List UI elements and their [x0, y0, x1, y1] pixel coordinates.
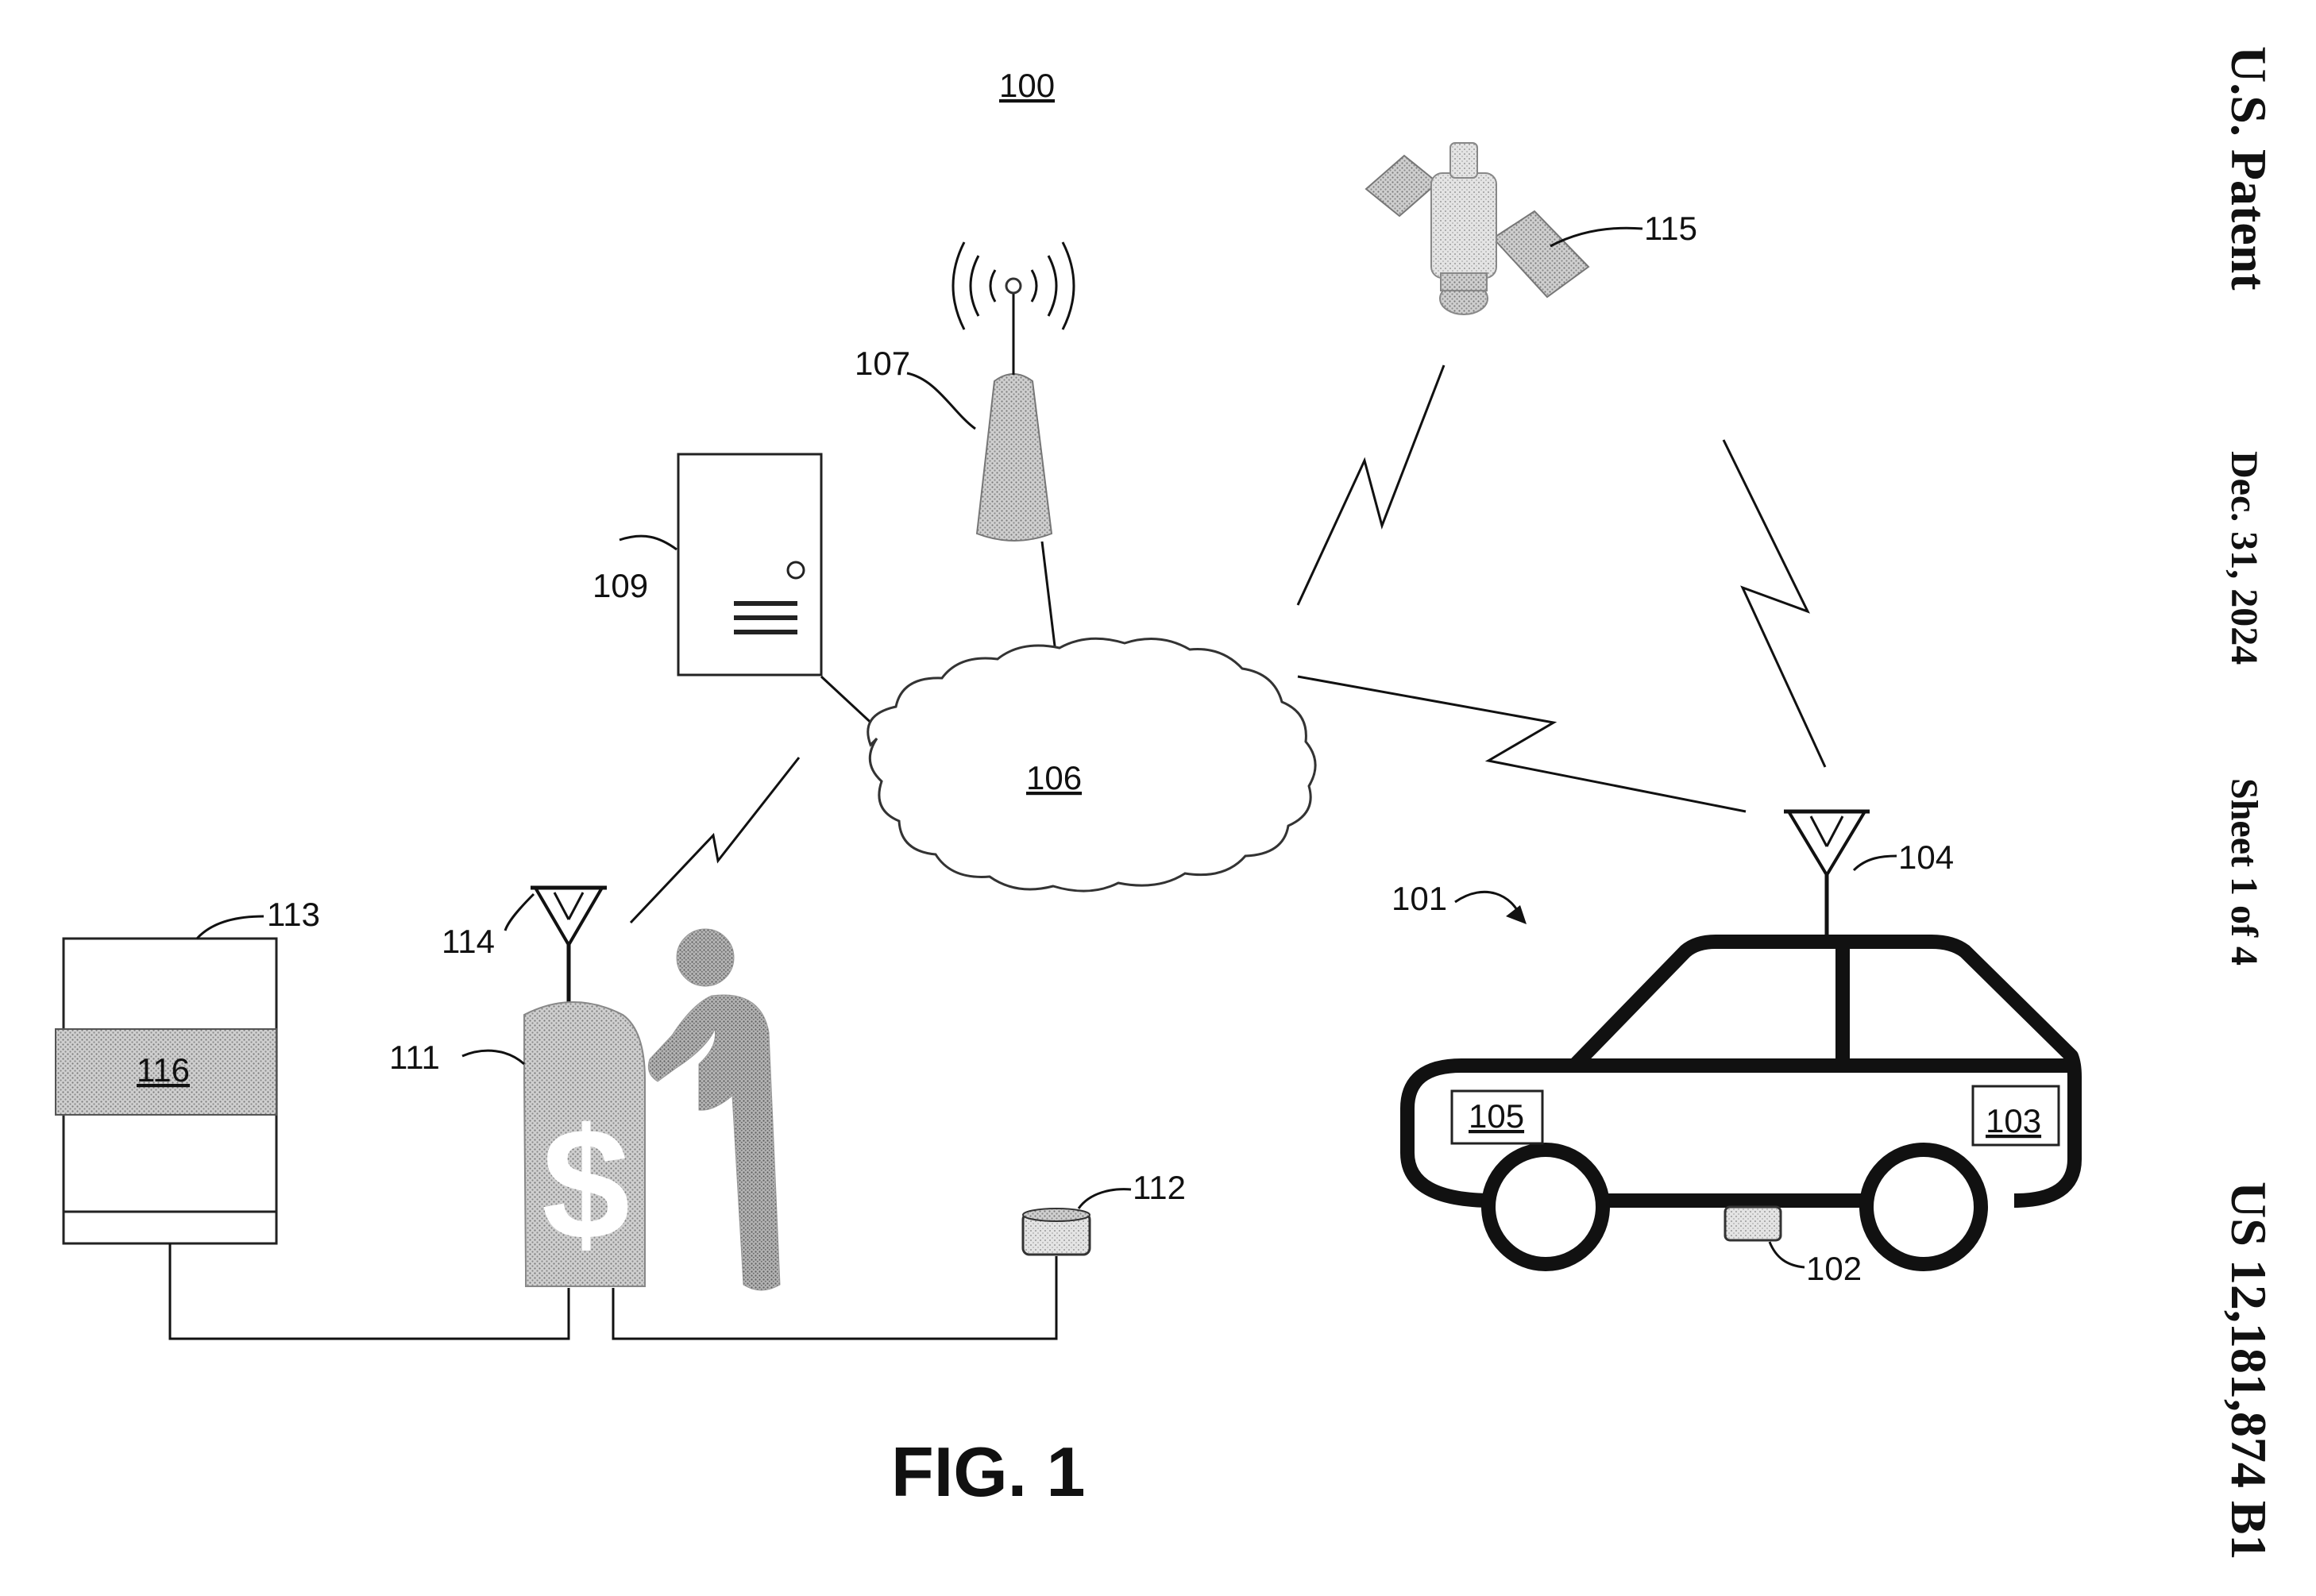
lightning-charger-network	[631, 758, 799, 923]
lightning-network-vehicle	[1298, 677, 1746, 811]
vehicle-module-right: 103	[1973, 1086, 2059, 1145]
charger-antenna-label: 114	[442, 923, 495, 960]
network-cloud-icon	[868, 638, 1315, 891]
server-icon	[678, 454, 821, 675]
charger-sensor-wire	[613, 1256, 1056, 1339]
vehicle-antenna-icon	[1784, 811, 1870, 946]
vehicle-module-right-label: 103	[1986, 1102, 2041, 1139]
cabinet-band-label: 116	[137, 1051, 190, 1089]
header-patent-number: US 12,181,874 B1	[2221, 1182, 2277, 1560]
cabinet-charger-wire	[170, 1243, 569, 1339]
lightning-satellite-vehicle	[1723, 440, 1825, 767]
dollar-symbol: $	[542, 1096, 630, 1273]
leader-109	[620, 536, 677, 549]
figure-caption: FIG. 1	[891, 1432, 1086, 1511]
leader-112	[1079, 1189, 1131, 1209]
charger-antenna-icon	[531, 888, 607, 1002]
leader-111	[462, 1051, 524, 1064]
satellite-label: 115	[1644, 210, 1697, 247]
vehicle-antenna-label: 104	[1898, 838, 1954, 876]
leader-107	[907, 373, 975, 429]
satellite-icon	[1366, 143, 1588, 314]
tower-network-link	[1042, 542, 1056, 659]
charger-station-icon: $	[524, 1002, 645, 1286]
vehicle-label: 101	[1392, 880, 1447, 917]
leader-104	[1854, 856, 1897, 870]
vehicle-module-left: 105	[1452, 1091, 1542, 1143]
leader-102	[1770, 1242, 1805, 1267]
ground-sensor-label: 112	[1133, 1169, 1186, 1206]
person-icon	[648, 929, 780, 1290]
server-label: 109	[593, 567, 648, 604]
patent-header: U.S. Patent Dec. 31, 2024 Sheet 1 of 4 U…	[2221, 46, 2277, 1560]
header-date: Dec. 31, 2024	[2223, 451, 2265, 665]
charger-label: 111	[389, 1039, 440, 1076]
lightning-satellite-network	[1298, 365, 1444, 605]
tower-label: 107	[855, 345, 910, 382]
leader-113	[197, 916, 264, 939]
leader-114	[505, 894, 534, 931]
vehicle-module-left-label: 105	[1469, 1097, 1524, 1135]
cell-tower-icon	[953, 242, 1074, 541]
header-publisher: U.S. Patent	[2221, 46, 2277, 291]
cabinet-label: 113	[267, 896, 320, 933]
system-reference-label: 100	[999, 67, 1055, 104]
vehicle-pointer-arrow	[1455, 892, 1520, 916]
ground-sensor-icon	[1023, 1209, 1090, 1255]
vehicle-sensor-icon	[1725, 1207, 1781, 1240]
vehicle-sensor-label: 102	[1806, 1250, 1862, 1287]
cabinet-icon	[56, 939, 276, 1243]
network-label: 106	[1026, 759, 1082, 796]
header-sheet: Sheet 1 of 4	[2223, 778, 2265, 966]
